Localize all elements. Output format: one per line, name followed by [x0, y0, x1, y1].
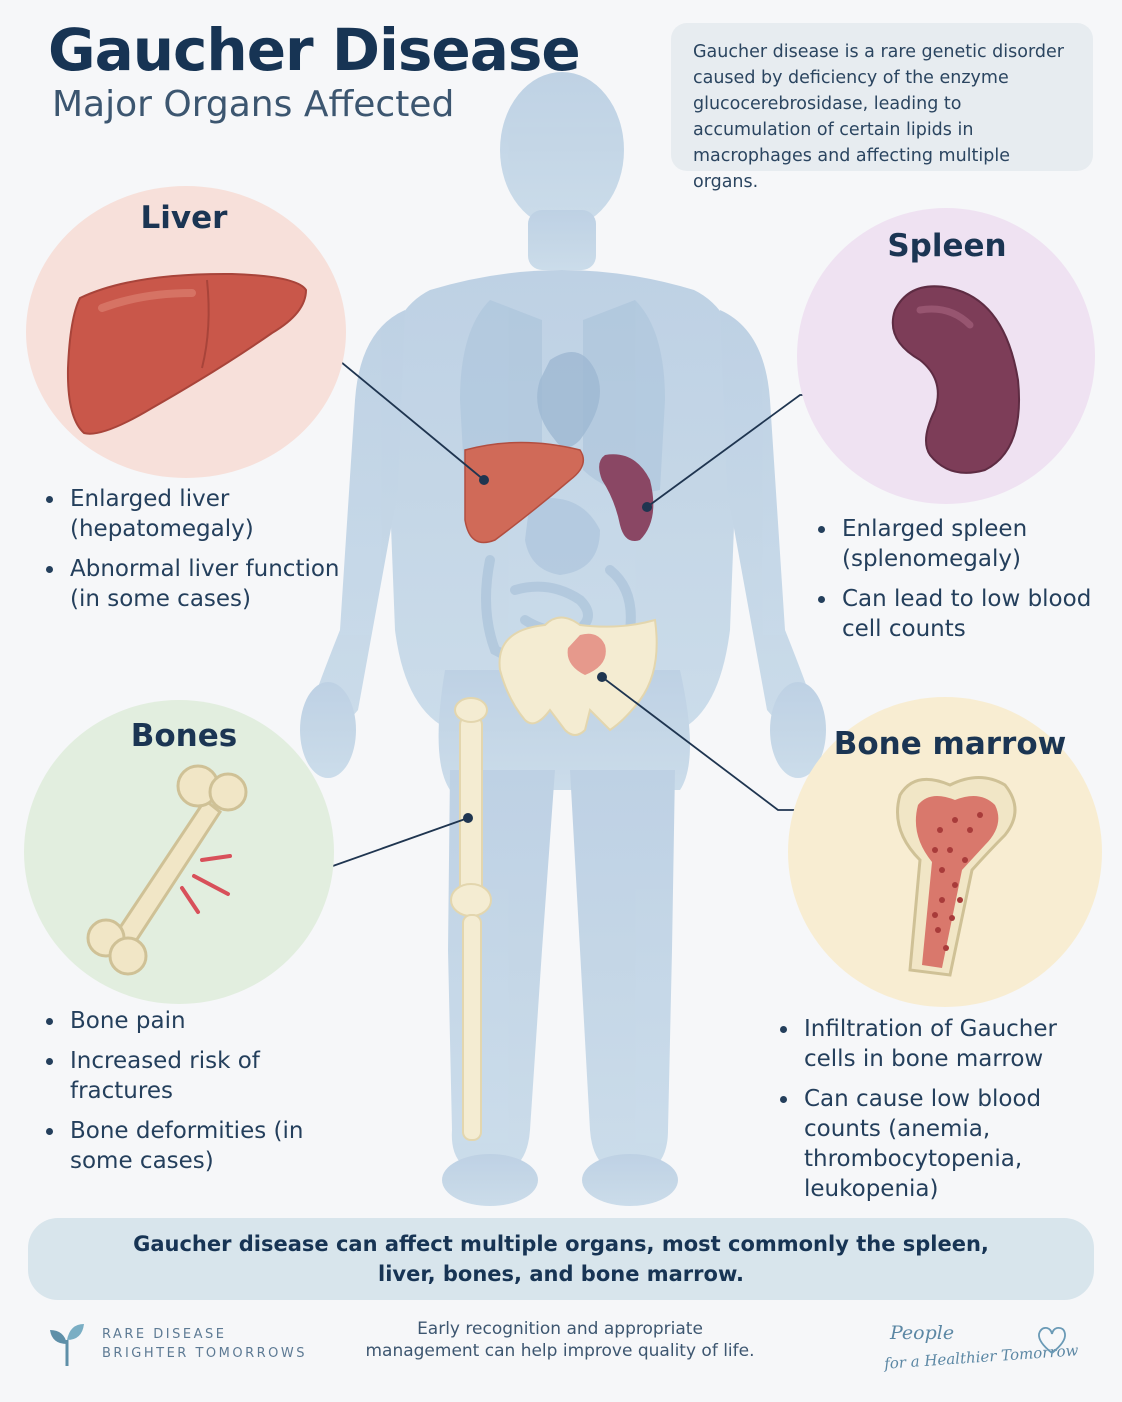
bones-bullets: Bone pain Increased risk of fractures Bo… [46, 1006, 366, 1186]
body-femur [450, 697, 492, 1141]
list-item: Can cause low blood counts (anemia, thro… [780, 1084, 1114, 1204]
sprout-icon [50, 1324, 84, 1366]
liver-bullets: Enlarged liver (hepatomegaly) Abnormal l… [46, 484, 356, 624]
summary-banner: Gaucher disease can affect multiple orga… [28, 1218, 1094, 1300]
body-spleen [599, 454, 654, 541]
list-item: Abnormal liver function (in some cases) [46, 554, 356, 614]
marrow-title: Bone marrow [833, 726, 1067, 762]
brand-left: RARE DISEASE BRIGHTER TOMORROWS [48, 1322, 307, 1366]
marrow-bullets: Infiltration of Gaucher cells in bone ma… [780, 1014, 1114, 1214]
intro-box: Gaucher disease is a rare genetic disord… [671, 23, 1093, 192]
footer-tagline: Early recognition and appropriate manage… [365, 1319, 755, 1361]
liver-icon [66, 272, 308, 435]
list-item: Bone pain [46, 1006, 366, 1036]
spleen-icon [891, 285, 1020, 474]
bone-marrow-icon [896, 776, 1017, 977]
body-liver [464, 441, 585, 544]
bones-title: Bones [130, 718, 238, 754]
brand-left-line2: BRIGHTER TOMORROWS [102, 1346, 307, 1361]
list-item: Enlarged spleen (splenomegaly) [818, 514, 1098, 574]
body-pelvis [498, 616, 658, 736]
summary-text: Gaucher disease can affect multiple orga… [133, 1232, 989, 1286]
page-subtitle: Major Organs Affected [52, 84, 455, 125]
brand-left-line1: RARE DISEASE [102, 1327, 227, 1342]
list-item: Enlarged liver (hepatomegaly) [46, 484, 356, 544]
spleen-title: Spleen [887, 228, 1007, 264]
heart-icon [1038, 1326, 1066, 1355]
list-item: Increased risk of fractures [46, 1046, 366, 1106]
liver-title: Liver [140, 200, 228, 236]
list-item: Bone deformities (in some cases) [46, 1116, 366, 1176]
spleen-bullets: Enlarged spleen (splenomegaly) Can lead … [818, 514, 1098, 654]
list-item: Can lead to low blood cell counts [818, 584, 1098, 644]
list-item: Infiltration of Gaucher cells in bone ma… [780, 1014, 1114, 1074]
bone-icon [86, 764, 248, 976]
human-body-illustration [300, 72, 826, 1206]
body-marrow [567, 633, 606, 675]
brand-right-line1: People [890, 1322, 955, 1344]
page-title: Gaucher Disease [48, 16, 581, 84]
brand-right: People for a Healthier Tomorrow [880, 1320, 1080, 1380]
